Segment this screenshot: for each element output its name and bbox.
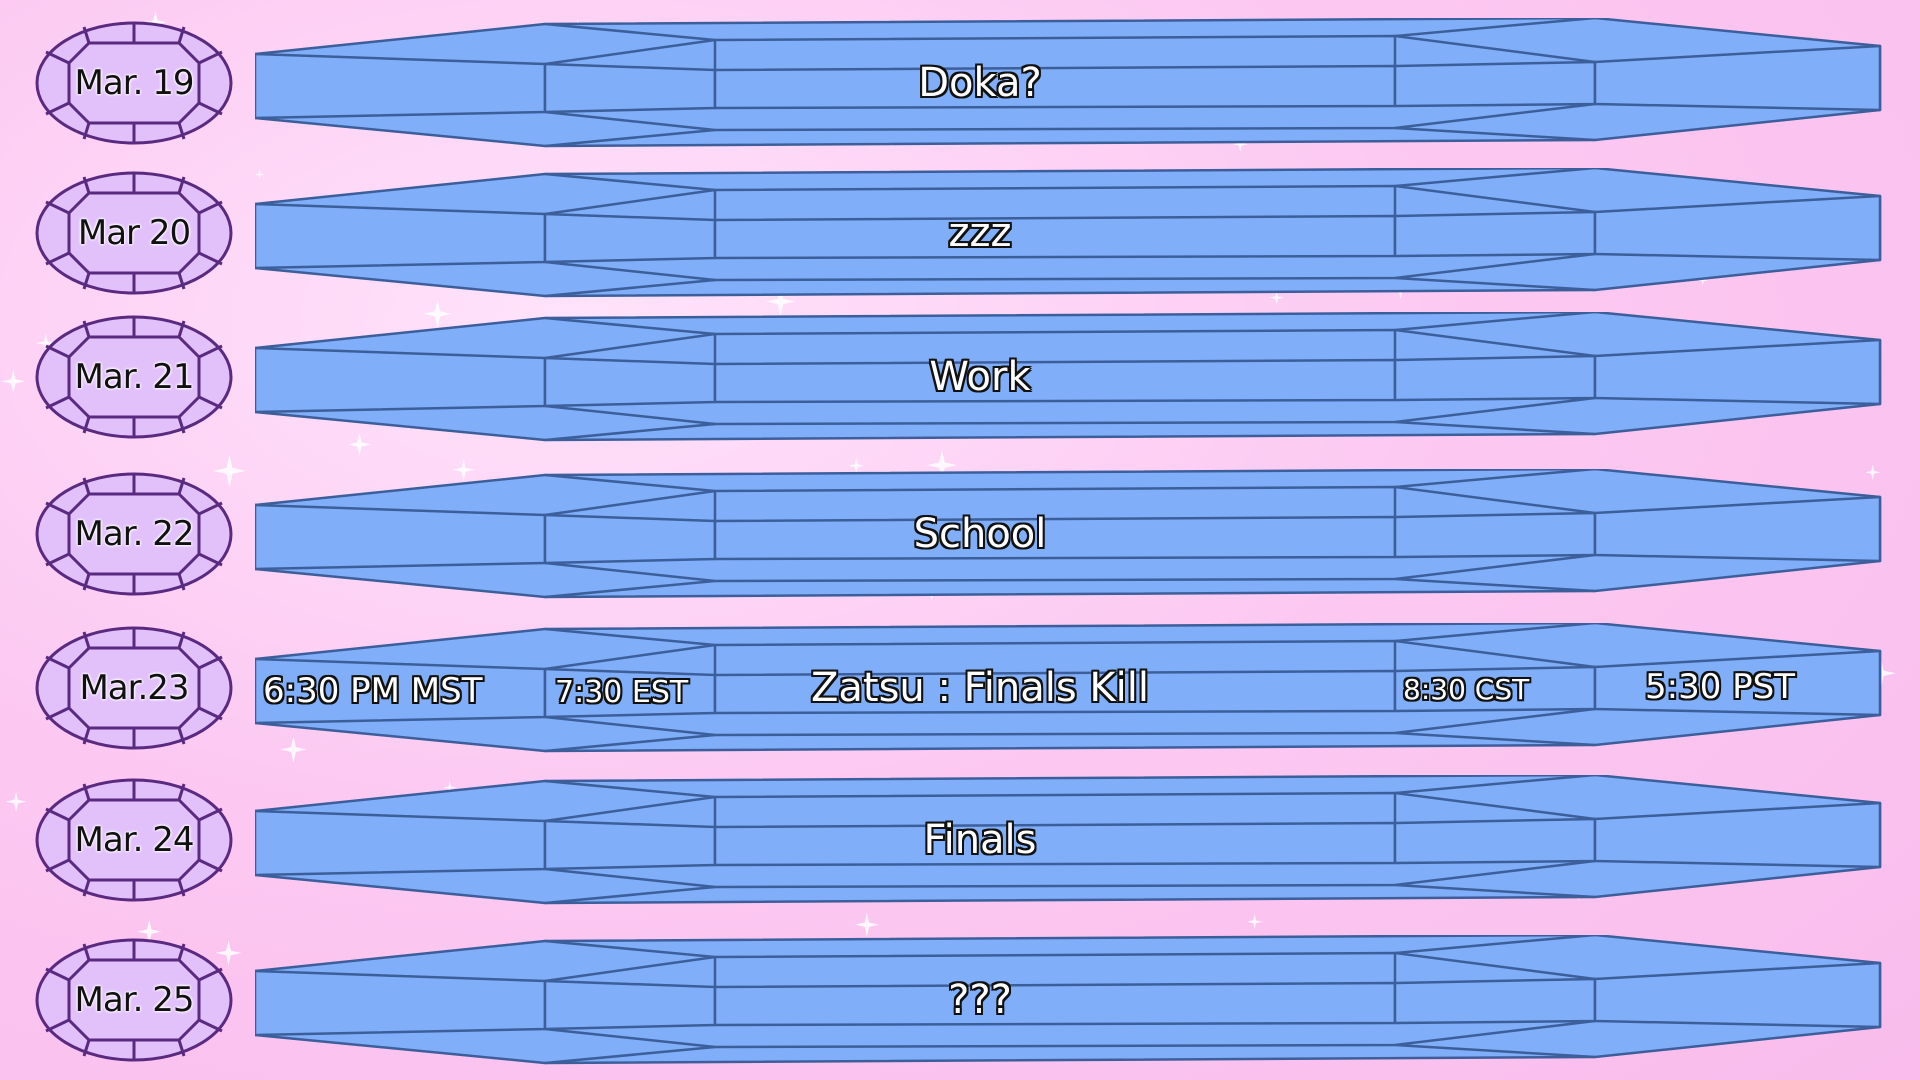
gem-badge-icon (34, 625, 234, 751)
sparkle-icon (347, 432, 371, 456)
gem-badge-icon (34, 777, 234, 903)
event-label: Doka? (918, 60, 1042, 106)
sparkle-icon (254, 169, 265, 180)
event-label: zzz (948, 210, 1012, 256)
time-est: 7:30 EST (555, 675, 689, 710)
gem-badge-icon (34, 170, 234, 296)
date-label: Mar. 22 (74, 514, 195, 554)
sparkle-icon (1, 369, 26, 394)
time-pst: 5:30 PST (1645, 667, 1796, 707)
date-label: Mar. 24 (74, 820, 195, 860)
schedule-row: Mar. 24 Finals (0, 765, 1920, 915)
sparkle-icon (443, 781, 457, 795)
date-label: Mar.23 (79, 668, 189, 708)
sparkle-icon (5, 791, 27, 813)
sparkle-icon (926, 450, 958, 481)
sparkle-icon (143, 10, 167, 34)
sparkle-icon (36, 333, 56, 353)
sparkle-icon (766, 287, 795, 316)
schedule-row: Mar. 22 School (0, 459, 1920, 609)
event-label: Zatsu : Finals Kill (810, 665, 1149, 711)
sparkle-icon (423, 299, 453, 329)
gem-badge-icon (34, 20, 234, 146)
sparkle-icon (1864, 464, 1881, 481)
sparkle-icon (848, 457, 865, 474)
sparkle-icon (212, 454, 246, 488)
event-label: School (913, 511, 1047, 557)
event-bar: Doka? (253, 16, 1885, 148)
sparkle-icon (1269, 290, 1284, 305)
time-mst: 6:30 PM MST (263, 671, 483, 711)
sparkle-icon (854, 912, 879, 937)
sparkle-icon (137, 919, 162, 944)
event-bar: Work (253, 310, 1885, 442)
sparkle-icon (215, 939, 242, 966)
date-label: Mar. 25 (74, 980, 195, 1020)
schedule-row: Mar 20 zzz (0, 158, 1920, 308)
sparkle-icon (280, 736, 307, 763)
sparkle-icon (452, 458, 475, 481)
schedule-row: Mar. 25 ??? (0, 925, 1920, 1075)
schedule-row: Mar.23 Zatsu : Finals Kill 6:30 PM MST 7:… (0, 613, 1920, 763)
gem-badge-icon (34, 471, 234, 597)
date-label: Mar 20 (77, 213, 191, 253)
event-label: Work (929, 354, 1031, 400)
time-cst: 8:30 CST (1403, 673, 1530, 706)
event-label: ??? (948, 977, 1012, 1023)
event-label: Finals (923, 817, 1037, 863)
sparkle-icon (1246, 914, 1263, 930)
schedule-row: Mar. 21 Work (0, 302, 1920, 452)
event-bar: zzz (253, 166, 1885, 298)
gem-badge-icon (34, 937, 234, 1063)
event-bar: ??? (253, 933, 1885, 1065)
date-label: Mar. 21 (74, 357, 195, 397)
date-label: Mar. 19 (74, 63, 195, 103)
event-bar: Finals (253, 773, 1885, 905)
schedule-row: Mar. 19 Doka? (0, 8, 1920, 158)
event-bar: School (253, 467, 1885, 599)
sparkle-icon (1232, 136, 1249, 152)
sparkle-icon (1697, 275, 1709, 286)
gem-badge-icon (34, 314, 234, 440)
